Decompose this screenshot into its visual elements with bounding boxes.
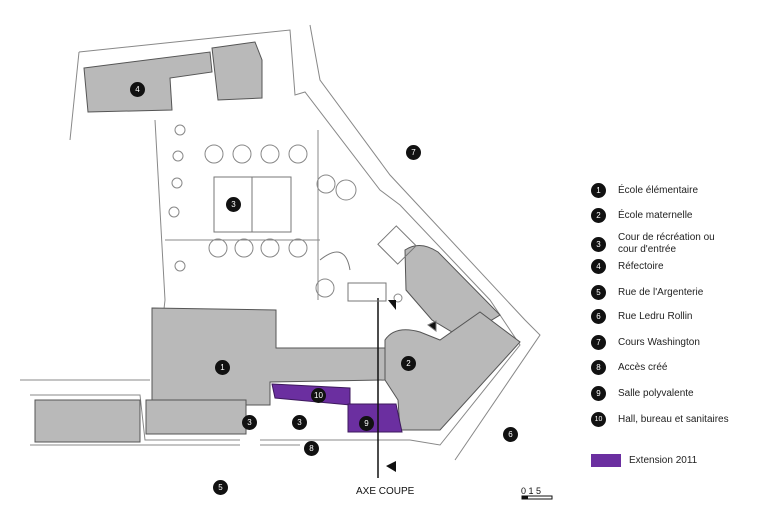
legend-label: Rue Ledru Rollin [618,310,693,322]
legend-item-1: 1 École élémentaire [591,183,758,198]
legend-item-5: 5 Rue de l'Argenterie [591,285,758,300]
legend-number: 10 [591,412,606,427]
marker-2: 2 [401,356,416,371]
marker-4: 4 [130,82,145,97]
legend-item-6: 6 Rue Ledru Rollin [591,309,758,324]
legend-label: Rue de l'Argenterie [618,286,704,298]
marker-3-right: 3 [292,415,307,430]
scale-label: 0 1 5 [521,486,542,496]
legend-label: Hall, bureau et sanitaires [618,413,729,425]
marker-6: 6 [503,427,518,442]
scale-bar [521,495,553,500]
legend-number: 9 [591,386,606,401]
marker-7: 7 [406,145,421,160]
legend-label: Cour de récréation ou cour d'entrée [618,232,715,255]
legend-number: 6 [591,309,606,324]
legend-number: 3 [591,236,606,252]
legend-number: 8 [591,360,606,375]
legend-number: 2 [591,208,606,223]
legend-label: Cours Washington [618,336,700,348]
section-cut [377,298,396,478]
marker-3-court: 3 [226,197,241,212]
cut-label: AXE COUPE [356,486,415,497]
site-outline [20,24,541,461]
courtyard-details [319,225,437,332]
legend-item-8: 8 Accès créé [591,360,758,375]
marker-3-left: 3 [242,415,257,430]
extension-swatch [591,454,621,467]
legend-label: Réfectoire [618,260,664,272]
legend-item-7: 7 Cours Washington [591,335,758,350]
legend-item-4: 4 Réfectoire [591,259,758,274]
legend-number: 5 [591,285,606,300]
marker-10: 10 [311,388,326,403]
legend-label: École élémentaire [618,184,699,196]
marker-5: 5 [213,480,228,495]
legend-number: 1 [591,183,606,198]
legend-item-3: 3 Cour de récréation ou cour d'entrée [591,232,730,256]
legend-number: 7 [591,335,606,350]
trees [168,124,403,303]
legend-label: École maternelle [618,209,693,221]
legend-item-10: 10 Hall, bureau et sanitaires [591,412,758,427]
marker-8: 8 [304,441,319,456]
marker-9: 9 [359,416,374,431]
legend-item-2: 2 École maternelle [591,208,758,223]
extension-label: Extension 2011 [629,455,698,466]
legend-number: 4 [591,259,606,274]
legend-item-9: 9 Salle polyvalente [591,386,758,401]
buildings [34,41,521,443]
legend-label: Salle polyvalente [618,387,694,399]
legend-label: Accès créé [618,361,668,373]
marker-1: 1 [215,360,230,375]
